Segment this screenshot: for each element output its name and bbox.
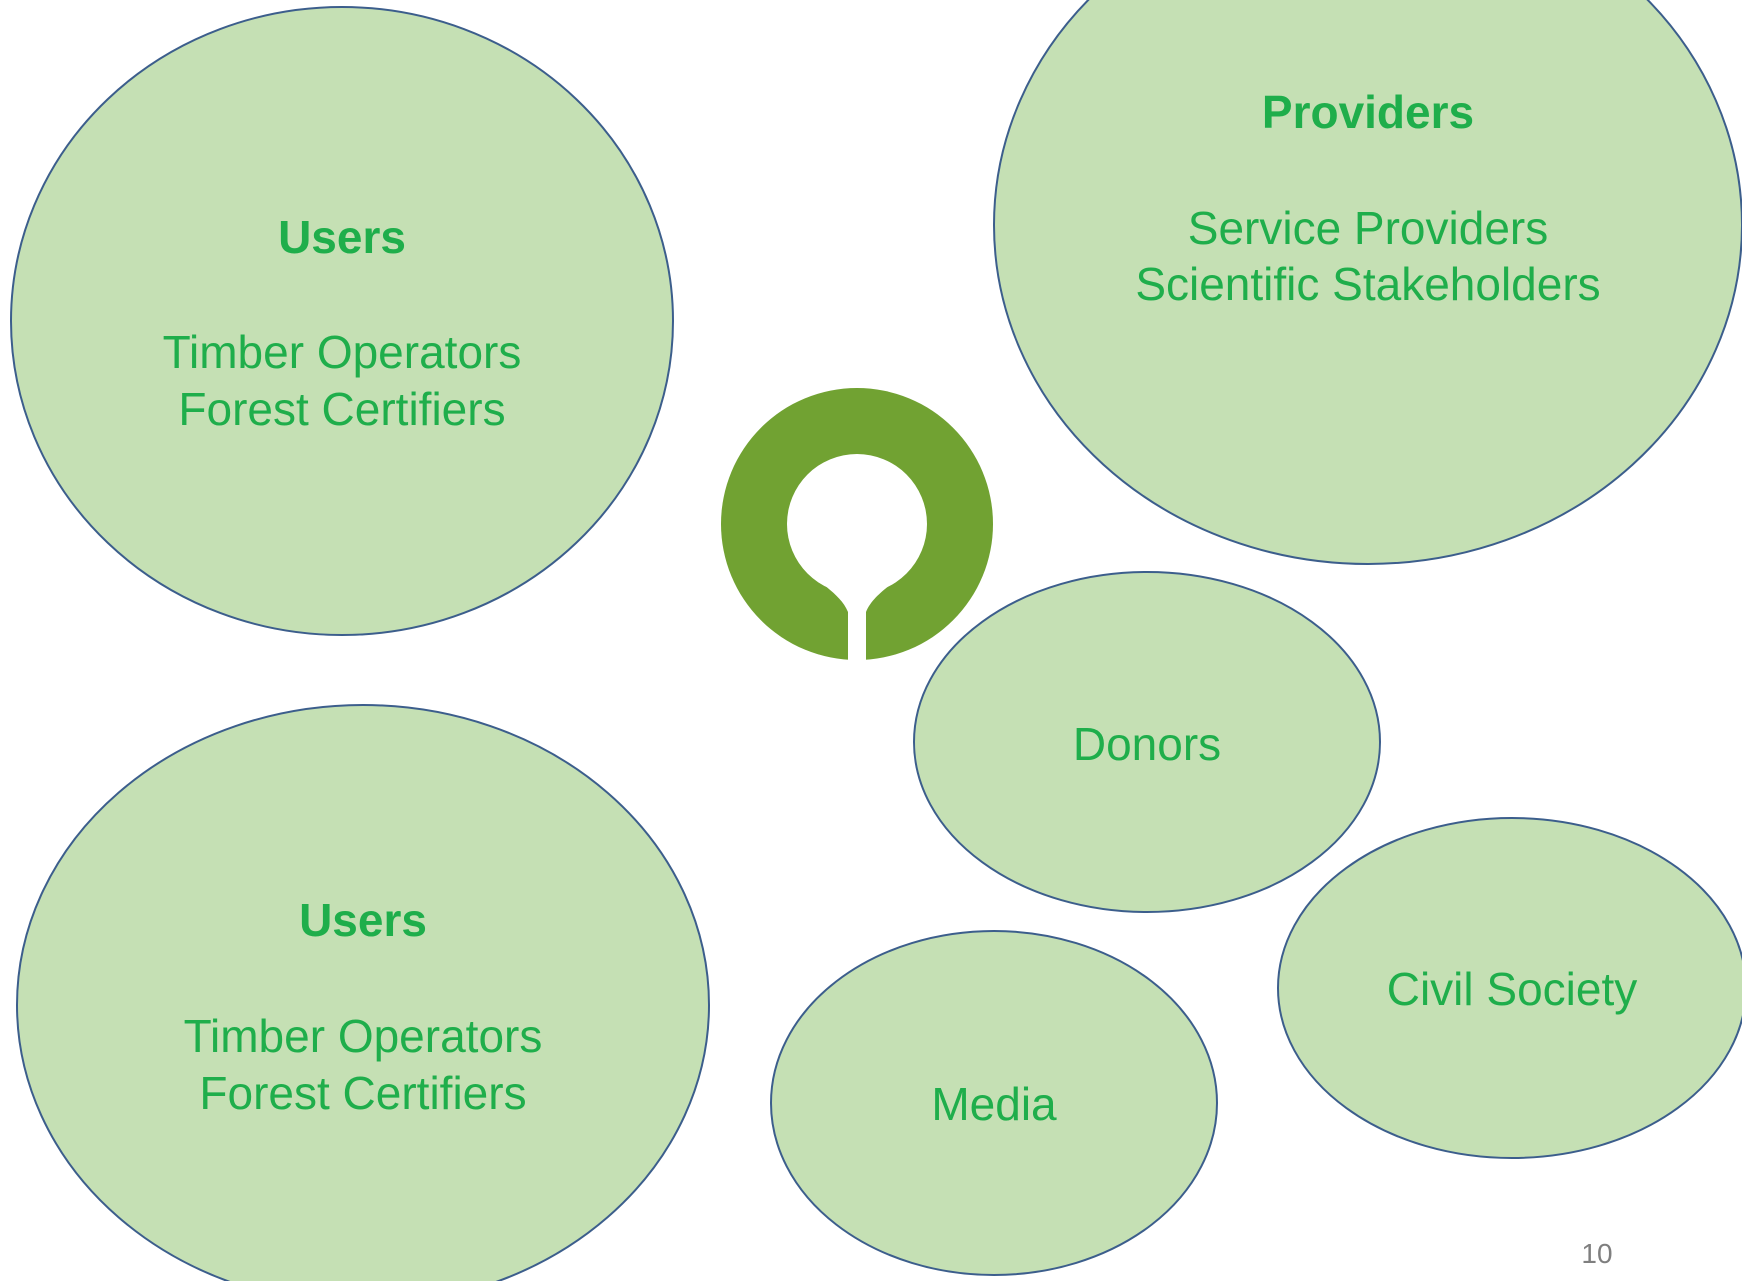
ring-keyhole-logo-icon	[721, 388, 993, 665]
bubble-media-shape	[770, 930, 1218, 1276]
bubble-providers-line2: Scientific Stakeholders	[1135, 258, 1600, 310]
bubble-users-bottom-line2: Forest Certifiers	[199, 1067, 526, 1119]
bubble-users-top-line2: Forest Certifiers	[178, 383, 505, 435]
bubble-civil-society-shape	[1277, 817, 1742, 1159]
bubble-providers-line1: Service Providers	[1188, 202, 1548, 254]
bubble-users-top-title: Users	[278, 211, 406, 263]
bubble-users-top: Users Timber Operators Forest Certifiers	[10, 6, 674, 636]
bubble-users-bottom-shape	[16, 704, 710, 1281]
page-number: 10	[1581, 1238, 1612, 1269]
bubble-civil-society-label: Civil Society	[1387, 963, 1638, 1015]
bubble-donors-shape	[913, 571, 1381, 913]
bubble-civil-society: Civil Society	[1277, 817, 1742, 1159]
logo-hole	[787, 454, 927, 594]
bubble-users-bottom: Users Timber Operators Forest Certifiers	[16, 704, 710, 1281]
bubble-providers-title: Providers	[1262, 86, 1474, 138]
logo-keyhole-stem	[800, 562, 914, 665]
bubble-providers: Providers Service Providers Scientific S…	[993, 0, 1742, 565]
bubble-users-top-line1: Timber Operators	[163, 326, 522, 378]
bubble-users-bottom-line1: Timber Operators	[184, 1010, 543, 1062]
bubble-donors: Donors	[913, 571, 1381, 913]
bubble-media-label: Media	[931, 1078, 1057, 1130]
bubble-donors-label: Donors	[1073, 718, 1221, 770]
bubble-users-top-shape	[10, 6, 674, 636]
bubble-providers-shape	[993, 0, 1742, 565]
bubble-users-bottom-title: Users	[299, 894, 427, 946]
bubble-media: Media	[770, 930, 1218, 1276]
